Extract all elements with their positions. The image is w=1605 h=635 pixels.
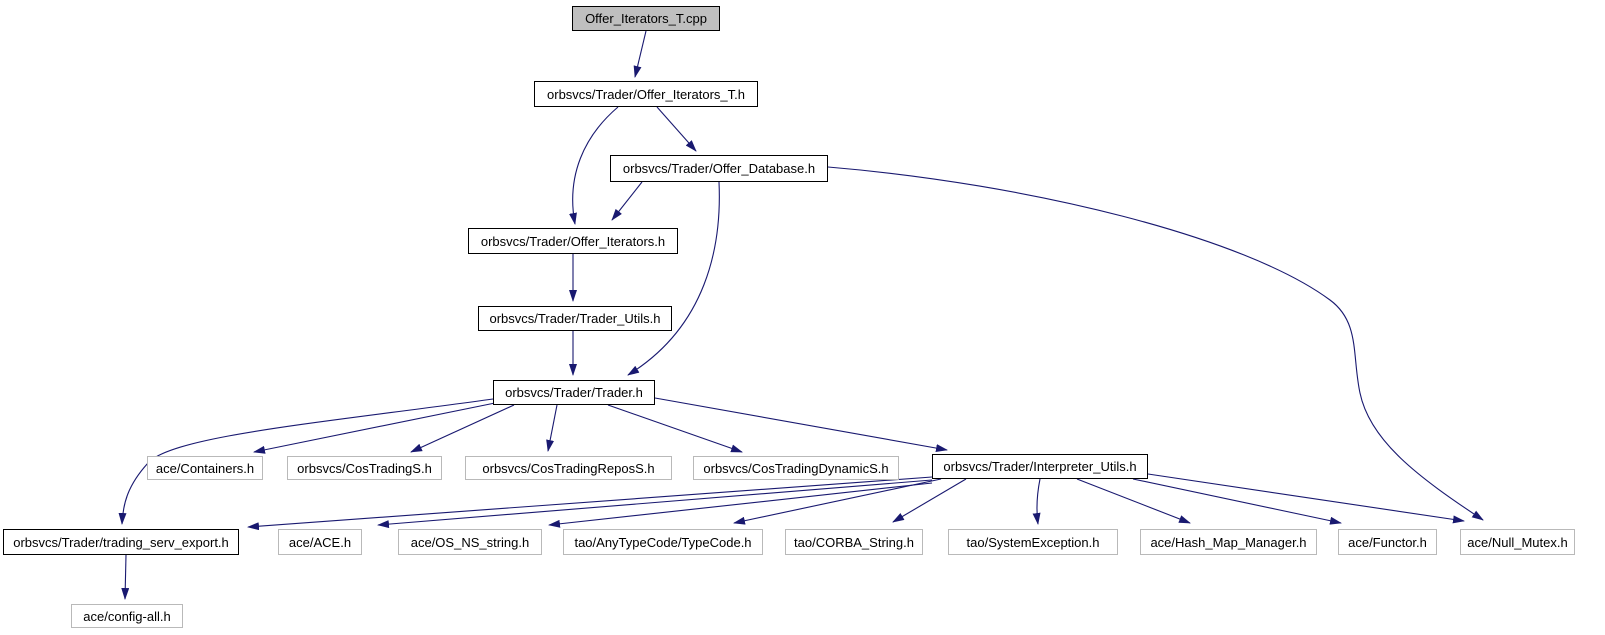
- edge-interpreter-utils-h--ace-os-ns-string-h: [548, 482, 933, 528]
- edge-trader-h--cos-trading-repos-s-h: [546, 404, 558, 452]
- node-cos-trading-s-h: orbsvcs/CosTradingS.h: [287, 456, 442, 480]
- edge-offer-iterators-t-h--offer-iterators-h: [569, 106, 619, 225]
- node-tao-corba-string-h: tao/CORBA_String.h: [785, 529, 923, 555]
- edge-interpreter-utils-h--tao-system-exception-h: [1032, 478, 1041, 525]
- edge-interpreter-utils-h--trading-serv-export-h: [247, 476, 933, 531]
- node-cos-trading-dynamic-s-h: orbsvcs/CosTradingDynamicS.h: [693, 456, 899, 480]
- edge-trader-h--cos-trading-dynamic-s-h: [607, 404, 743, 453]
- edge-trader-h--trading-serv-export-h: [118, 398, 494, 525]
- edge-trader-h--interpreter-utils-h: [654, 397, 948, 453]
- edge-interpreter-utils-h--ace-functor-h: [1132, 478, 1342, 525]
- node-trader-utils-h[interactable]: orbsvcs/Trader/Trader_Utils.h: [478, 306, 672, 331]
- node-ace-config-all-h: ace/config-all.h: [71, 604, 183, 628]
- edge-trader-h--cos-trading-s-h: [410, 404, 515, 453]
- edge-offer-iterators-t-cpp--offer-iterators-t-h: [633, 30, 647, 78]
- node-ace-os-ns-string-h: ace/OS_NS_string.h: [398, 529, 542, 555]
- node-ace-hash-map-manager-h: ace/Hash_Map_Manager.h: [1140, 529, 1317, 555]
- node-tao-system-exception-h: tao/SystemException.h: [948, 529, 1118, 555]
- node-offer-iterators-t-h[interactable]: orbsvcs/Trader/Offer_Iterators_T.h: [534, 81, 758, 107]
- node-trader-h[interactable]: orbsvcs/Trader/Trader.h: [493, 380, 655, 405]
- node-interpreter-utils-h[interactable]: orbsvcs/Trader/Interpreter_Utils.h: [932, 454, 1148, 479]
- edge-interpreter-utils-h--tao-corba-string-h: [892, 478, 967, 523]
- node-ace-containers-h: ace/Containers.h: [147, 456, 263, 480]
- edge-interpreter-utils-h--tao-typecode-h: [733, 478, 942, 525]
- node-cos-trading-repos-s-h: orbsvcs/CosTradingReposS.h: [465, 456, 672, 480]
- edge-offer-database-h--ace-null-mutex-h: [827, 166, 1484, 521]
- edge-interpreter-utils-h--ace-null-mutex-h: [1147, 473, 1465, 524]
- node-offer-iterators-t-cpp: Offer_Iterators_T.cpp: [572, 6, 720, 31]
- node-offer-iterators-h[interactable]: orbsvcs/Trader/Offer_Iterators.h: [468, 228, 678, 254]
- node-offer-database-h[interactable]: orbsvcs/Trader/Offer_Database.h: [610, 155, 828, 182]
- edge-offer-iterators-t-h--offer-database-h: [656, 106, 697, 152]
- edge-trading-serv-export-h--ace-config-all-h: [121, 554, 130, 600]
- node-ace-functor-h: ace/Functor.h: [1338, 529, 1437, 555]
- node-ace-null-mutex-h: ace/Null_Mutex.h: [1460, 529, 1575, 555]
- node-trading-serv-export-h[interactable]: orbsvcs/Trader/trading_serv_export.h: [3, 529, 239, 555]
- edge-offer-database-h--offer-iterators-h: [611, 181, 643, 221]
- edge-interpreter-utils-h--ace-hash-map-manager-h: [1076, 478, 1191, 524]
- edge-trader-h--ace-containers-h: [253, 402, 496, 454]
- node-tao-typecode-h: tao/AnyTypeCode/TypeCode.h: [563, 529, 763, 555]
- edge-interpreter-utils-h--ace-ace-h: [377, 479, 933, 529]
- node-ace-ace-h: ace/ACE.h: [278, 529, 362, 555]
- edge-offer-database-h--trader-h: [627, 181, 720, 376]
